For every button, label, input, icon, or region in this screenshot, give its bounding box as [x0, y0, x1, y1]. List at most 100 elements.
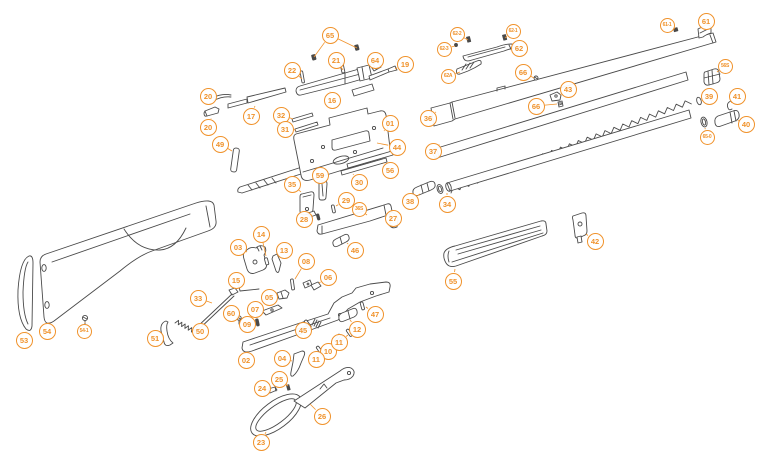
callout-36S[interactable]: 36S: [351, 201, 367, 217]
callout-40[interactable]: 40: [737, 115, 755, 133]
callout-08[interactable]: 08: [297, 252, 315, 270]
leader-line-17: [253, 105, 256, 108]
callout-20[interactable]: 20: [199, 87, 217, 105]
callout-47[interactable]: 47: [366, 305, 384, 323]
callout-03[interactable]: 03: [229, 238, 247, 256]
callout-35[interactable]: 35: [283, 175, 301, 193]
callout-61[interactable]: 61: [697, 12, 715, 30]
callout-55[interactable]: 55: [444, 272, 462, 290]
leader-line-62-1: [504, 35, 508, 39]
callout-33[interactable]: 33: [189, 289, 207, 307]
callout-56[interactable]: 56: [381, 161, 399, 179]
callout-07[interactable]: 07: [246, 300, 264, 318]
callout-36[interactable]: 36: [419, 109, 437, 127]
callout-51[interactable]: 51: [146, 329, 164, 347]
callout-22[interactable]: 22: [283, 61, 301, 79]
callout-20[interactable]: 20: [199, 118, 217, 136]
leader-line-46: [346, 242, 349, 245]
callout-62A[interactable]: 62A: [440, 68, 456, 84]
callout-45[interactable]: 45: [294, 321, 312, 339]
callout-62-1[interactable]: 62-1: [505, 23, 521, 39]
callout-15[interactable]: 15: [227, 271, 245, 289]
leader-line-19: [394, 67, 398, 70]
leader-line-11: [345, 334, 349, 337]
leader-line-32: [289, 117, 294, 120]
callout-42[interactable]: 42: [586, 232, 604, 250]
forearm-group: [443, 212, 588, 268]
leader-line-23: [264, 431, 267, 435]
callout-39[interactable]: 39: [700, 87, 718, 105]
leader-line-21: [340, 67, 344, 71]
callout-62-3[interactable]: 62-3: [436, 41, 452, 57]
leader-line-22: [298, 75, 303, 80]
callout-64[interactable]: 64: [366, 51, 384, 69]
callout-26[interactable]: 26: [313, 407, 331, 425]
callout-01[interactable]: 01: [381, 114, 399, 132]
callout-24[interactable]: 24: [253, 379, 271, 397]
leader-line-26: [309, 403, 316, 410]
callout-31[interactable]: 31: [276, 120, 294, 138]
callout-37[interactable]: 37: [424, 142, 442, 160]
callout-66[interactable]: 66: [514, 63, 532, 81]
callout-65-0[interactable]: 65-0: [699, 129, 715, 145]
callout-02[interactable]: 02: [237, 351, 255, 369]
callout-53[interactable]: 53: [15, 331, 33, 349]
leader-line-33: [206, 300, 213, 304]
callout-38[interactable]: 38: [401, 192, 419, 210]
leader-line-14: [262, 242, 267, 257]
callout-56S[interactable]: 56S: [717, 58, 733, 74]
callout-62-2[interactable]: 62-2: [449, 26, 465, 42]
callout-54[interactable]: 54: [38, 322, 56, 340]
bolt-group: [203, 44, 398, 173]
leader-line-42: [585, 233, 589, 236]
callout-11[interactable]: 11: [307, 350, 325, 368]
leader-line-66: [544, 103, 558, 106]
callout-29[interactable]: 29: [337, 191, 355, 209]
callout-46[interactable]: 46: [346, 241, 364, 259]
leader-line-62-3: [451, 45, 456, 48]
callout-30[interactable]: 30: [350, 173, 368, 191]
callout-06[interactable]: 06: [319, 268, 337, 286]
callout-60[interactable]: 60: [222, 304, 240, 322]
leader-line-29: [335, 204, 339, 207]
callout-49[interactable]: 49: [211, 135, 229, 153]
leader-line-62A: [455, 71, 461, 74]
callout-34[interactable]: 34: [438, 195, 456, 213]
callout-11[interactable]: 11: [330, 333, 348, 351]
callout-19[interactable]: 19: [396, 55, 414, 73]
callout-05[interactable]: 05: [260, 288, 278, 306]
callout-50[interactable]: 50: [191, 322, 209, 340]
callout-25[interactable]: 25: [270, 370, 288, 388]
receiver-group: [237, 107, 394, 216]
callout-41[interactable]: 41: [728, 87, 746, 105]
callout-66[interactable]: 66: [527, 97, 545, 115]
callout-65[interactable]: 65: [321, 26, 339, 44]
leader-line-56S: [716, 70, 719, 73]
leader-line-38: [417, 193, 421, 197]
callout-44[interactable]: 44: [388, 138, 406, 156]
leader-line-35: [298, 189, 302, 193]
leader-line-25: [285, 384, 289, 387]
leader-line-65: [337, 38, 358, 49]
callout-28[interactable]: 28: [295, 210, 313, 228]
callout-17[interactable]: 17: [242, 107, 260, 125]
callout-21[interactable]: 21: [327, 51, 345, 69]
callout-61-1[interactable]: 61-1: [659, 17, 675, 33]
callout-27[interactable]: 27: [384, 209, 402, 227]
leader-line-44: [376, 142, 389, 146]
callout-23[interactable]: 23: [252, 433, 270, 451]
callout-59[interactable]: 59: [311, 166, 329, 184]
leader-line-49: [227, 148, 233, 152]
callout-14[interactable]: 14: [252, 225, 270, 243]
callout-12[interactable]: 12: [348, 320, 366, 338]
callout-43[interactable]: 43: [559, 80, 577, 98]
callout-16[interactable]: 16: [323, 91, 341, 109]
leader-line-47: [365, 306, 369, 309]
callout-04[interactable]: 04: [273, 349, 291, 367]
callout-09[interactable]: 09: [238, 315, 256, 333]
callout-13[interactable]: 13: [275, 241, 293, 259]
magazine-group: [412, 68, 740, 197]
callout-54-1[interactable]: 54-1: [76, 323, 92, 339]
callout-62[interactable]: 62: [510, 39, 528, 57]
